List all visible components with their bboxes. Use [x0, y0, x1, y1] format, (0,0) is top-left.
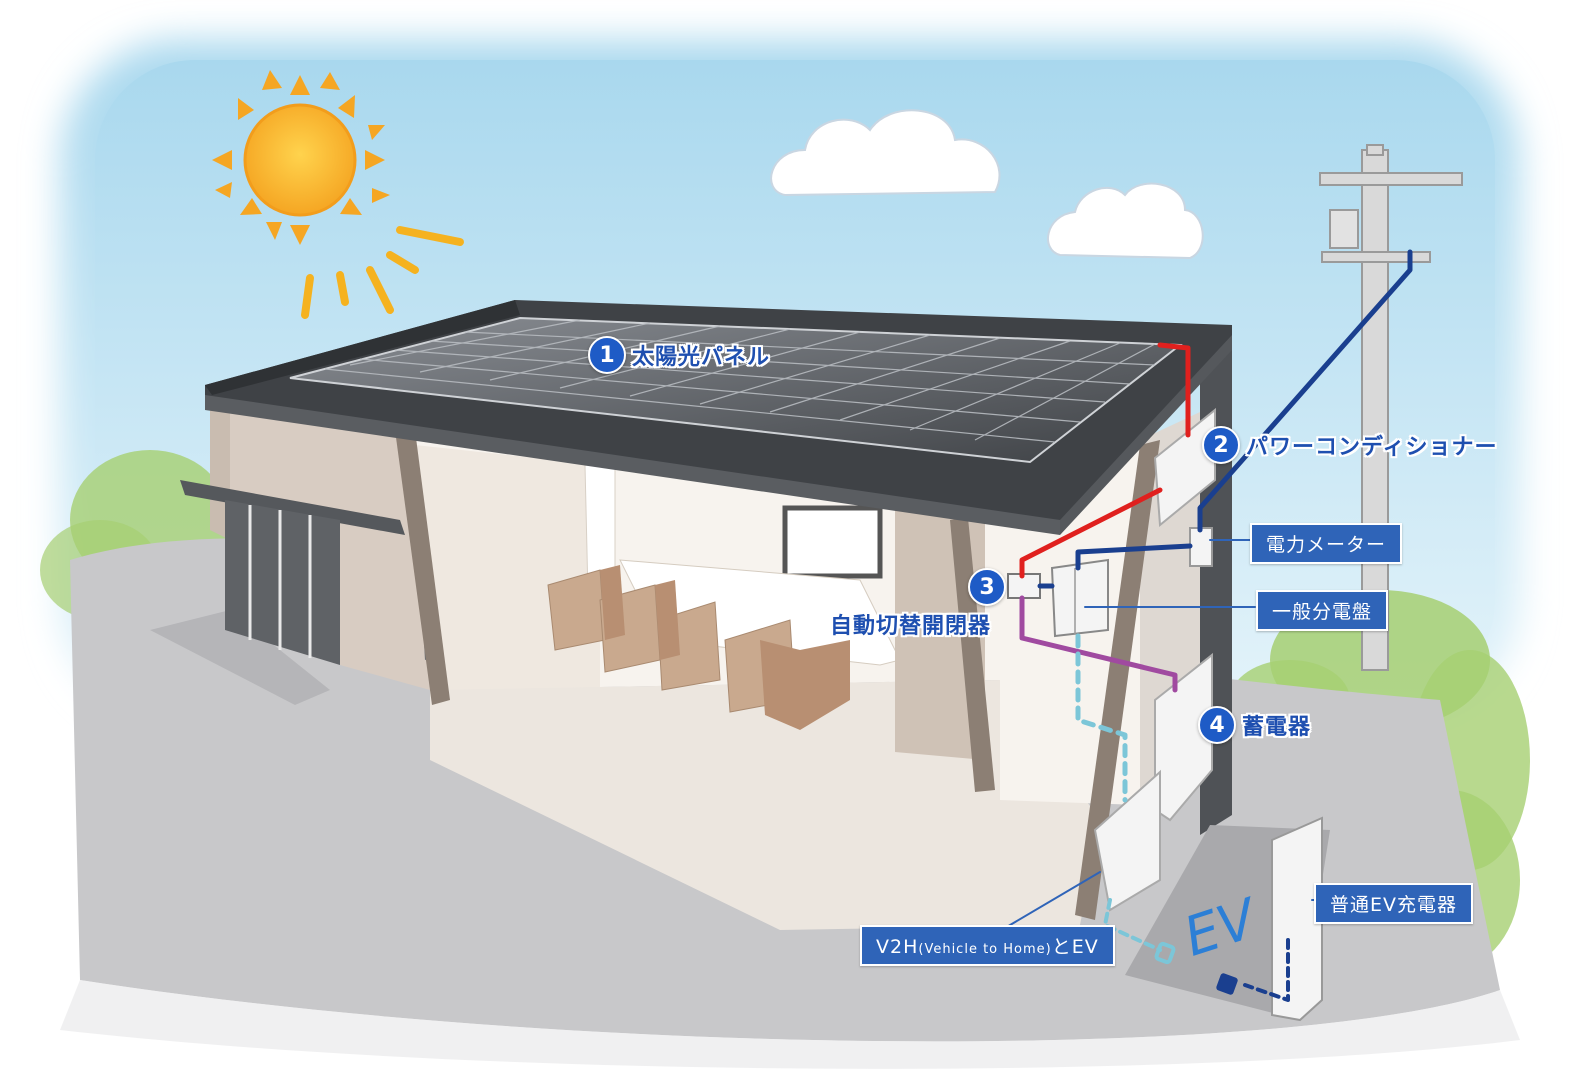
label-v2h-suffix: とEV — [1051, 936, 1099, 958]
callout-storage-battery: 4 蓄電器 — [1198, 706, 1311, 744]
distribution-board-unit — [1050, 558, 1109, 638]
callout-number: 1 — [588, 336, 626, 374]
wiring — [1004, 249, 1413, 1002]
roof — [205, 300, 1232, 535]
ev-plug-icon — [1154, 941, 1238, 995]
label-v2h-middle: (Vehicle to Home) — [918, 942, 1052, 957]
callout-transfer-switch: 自動切替開閉器 — [830, 608, 991, 640]
ev-charger-unit — [1271, 816, 1323, 1022]
power-meter-unit — [1189, 527, 1213, 567]
callout-number: 2 — [1202, 426, 1240, 464]
transfer-switch-unit — [1007, 573, 1041, 599]
callout-transfer-switch-number: 3 — [968, 568, 1006, 606]
callout-text: 自動切替開閉器 — [830, 614, 992, 639]
callout-text: 太陽光パネル — [632, 345, 771, 370]
label-power-meter: 電力メーター — [1250, 523, 1403, 564]
callout-number: 4 — [1198, 706, 1236, 744]
label-ev-charger: 普通EV充電器 — [1314, 883, 1474, 924]
callout-number: 3 — [968, 568, 1006, 606]
callout-solar-panel: 1 太陽光パネル — [588, 336, 770, 374]
callout-text: パワーコンディショナー — [1246, 435, 1498, 460]
label-distribution-board: 一般分電盤 — [1256, 590, 1389, 631]
cloud-icon — [770, 109, 1204, 260]
v2h-unit — [1093, 769, 1161, 912]
label-v2h-prefix: V2H — [876, 936, 919, 958]
power-conditioner-unit — [1153, 407, 1216, 527]
equipment — [1007, 407, 1330, 1022]
label-v2h: V2H(Vehicle to Home)とEV — [860, 925, 1115, 966]
sun-icon — [212, 70, 464, 319]
callout-text: 蓄電器 — [1242, 715, 1312, 740]
utility-pole — [1319, 144, 1463, 671]
callout-power-conditioner: 2 パワーコンディショナー — [1202, 426, 1497, 464]
